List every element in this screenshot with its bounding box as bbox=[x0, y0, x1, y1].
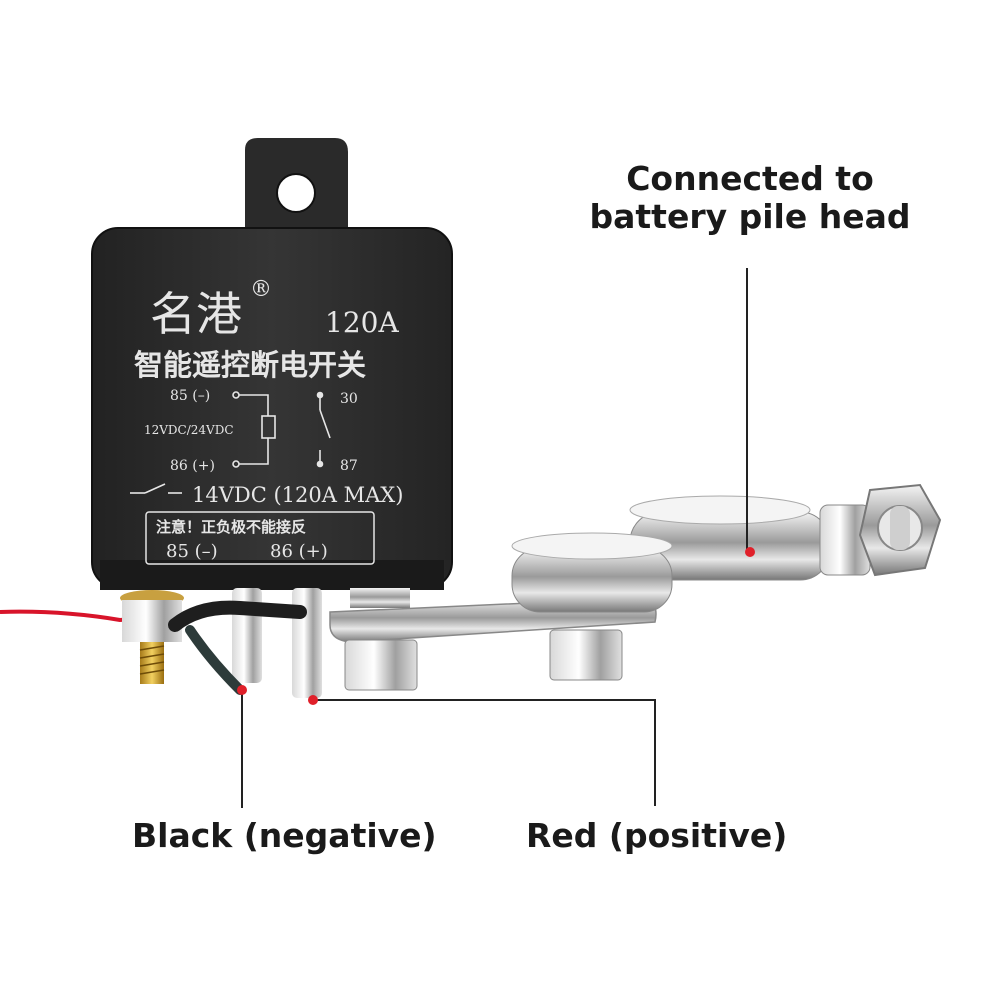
red-wire bbox=[0, 609, 216, 623]
callout-lines bbox=[241, 268, 748, 808]
battery-callout-line1: Connected to bbox=[626, 159, 874, 198]
switch-symbol-icon bbox=[130, 483, 182, 494]
warning-text: 注意！正负极不能接反 bbox=[156, 518, 306, 536]
pin87-label: 87 bbox=[340, 458, 358, 474]
battery-head-marker bbox=[745, 547, 755, 557]
relay-subtitle: 智能遥控断电开关 bbox=[134, 348, 366, 382]
mounting-tab bbox=[245, 138, 348, 232]
warning-box bbox=[145, 511, 375, 565]
battery-head-callout: Connected to battery pile head bbox=[580, 160, 920, 236]
voltage-label: 12VDC/24VDC bbox=[144, 423, 234, 437]
relay-schematic-icon bbox=[232, 391, 331, 468]
black-negative-callout: Black (negative) bbox=[132, 816, 437, 855]
battery-clamp bbox=[511, 495, 831, 613]
warning-pin86: 86 (+) bbox=[270, 541, 328, 562]
black-wire bbox=[168, 600, 307, 632]
positive-marker bbox=[308, 695, 318, 705]
relay-body bbox=[91, 227, 453, 590]
spec-line: 14VDC (120A MAX) bbox=[192, 483, 403, 507]
warning-pin85: 85 (–) bbox=[166, 541, 218, 562]
negative-marker bbox=[237, 685, 247, 695]
signal-terminal bbox=[120, 590, 184, 684]
relay-brand: 名港 bbox=[150, 287, 242, 341]
pin86-label: 86 (+) bbox=[170, 458, 215, 474]
battery-callout-line2: battery pile head bbox=[589, 197, 911, 236]
relay-rating: 120A bbox=[325, 306, 399, 339]
registered-mark: ® bbox=[250, 277, 272, 302]
red-positive-callout: Red (positive) bbox=[526, 816, 788, 855]
clamp-bolt bbox=[819, 483, 942, 577]
pin85-label: 85 (–) bbox=[170, 388, 210, 404]
pin30-label: 30 bbox=[340, 391, 358, 407]
